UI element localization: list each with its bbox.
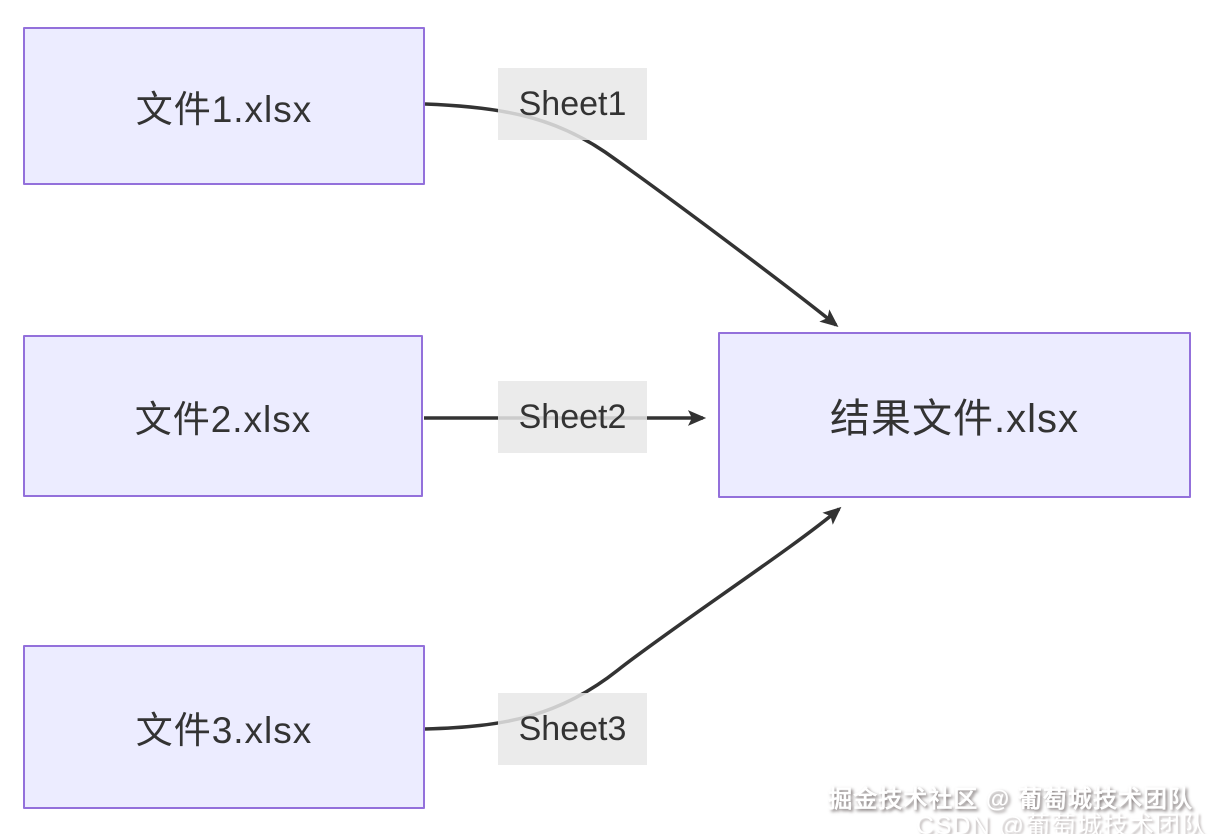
edge-label-sheet2: Sheet2 bbox=[498, 381, 647, 453]
node-result: 结果文件.xlsx bbox=[718, 332, 1191, 498]
node-file1-label: 文件1.xlsx bbox=[135, 89, 313, 130]
node-file3: 文件3.xlsx bbox=[23, 645, 425, 809]
watermark-csdn: CSDN @葡萄城技术团队 bbox=[915, 812, 1207, 834]
edge-file3-to-result bbox=[424, 506, 842, 731]
edge-label-sheet1: Sheet1 bbox=[498, 68, 647, 140]
node-file2-label: 文件2.xlsx bbox=[134, 399, 312, 440]
node-result-label: 结果文件.xlsx bbox=[830, 397, 1079, 441]
watermark-juejin: 掘金技术社区 @ 葡萄城技术团队 bbox=[828, 786, 1193, 813]
node-file2: 文件2.xlsx bbox=[23, 335, 423, 497]
node-file1: 文件1.xlsx bbox=[23, 27, 425, 185]
node-file3-label: 文件3.xlsx bbox=[135, 710, 313, 751]
edge-label-sheet3: Sheet3 bbox=[498, 693, 647, 765]
